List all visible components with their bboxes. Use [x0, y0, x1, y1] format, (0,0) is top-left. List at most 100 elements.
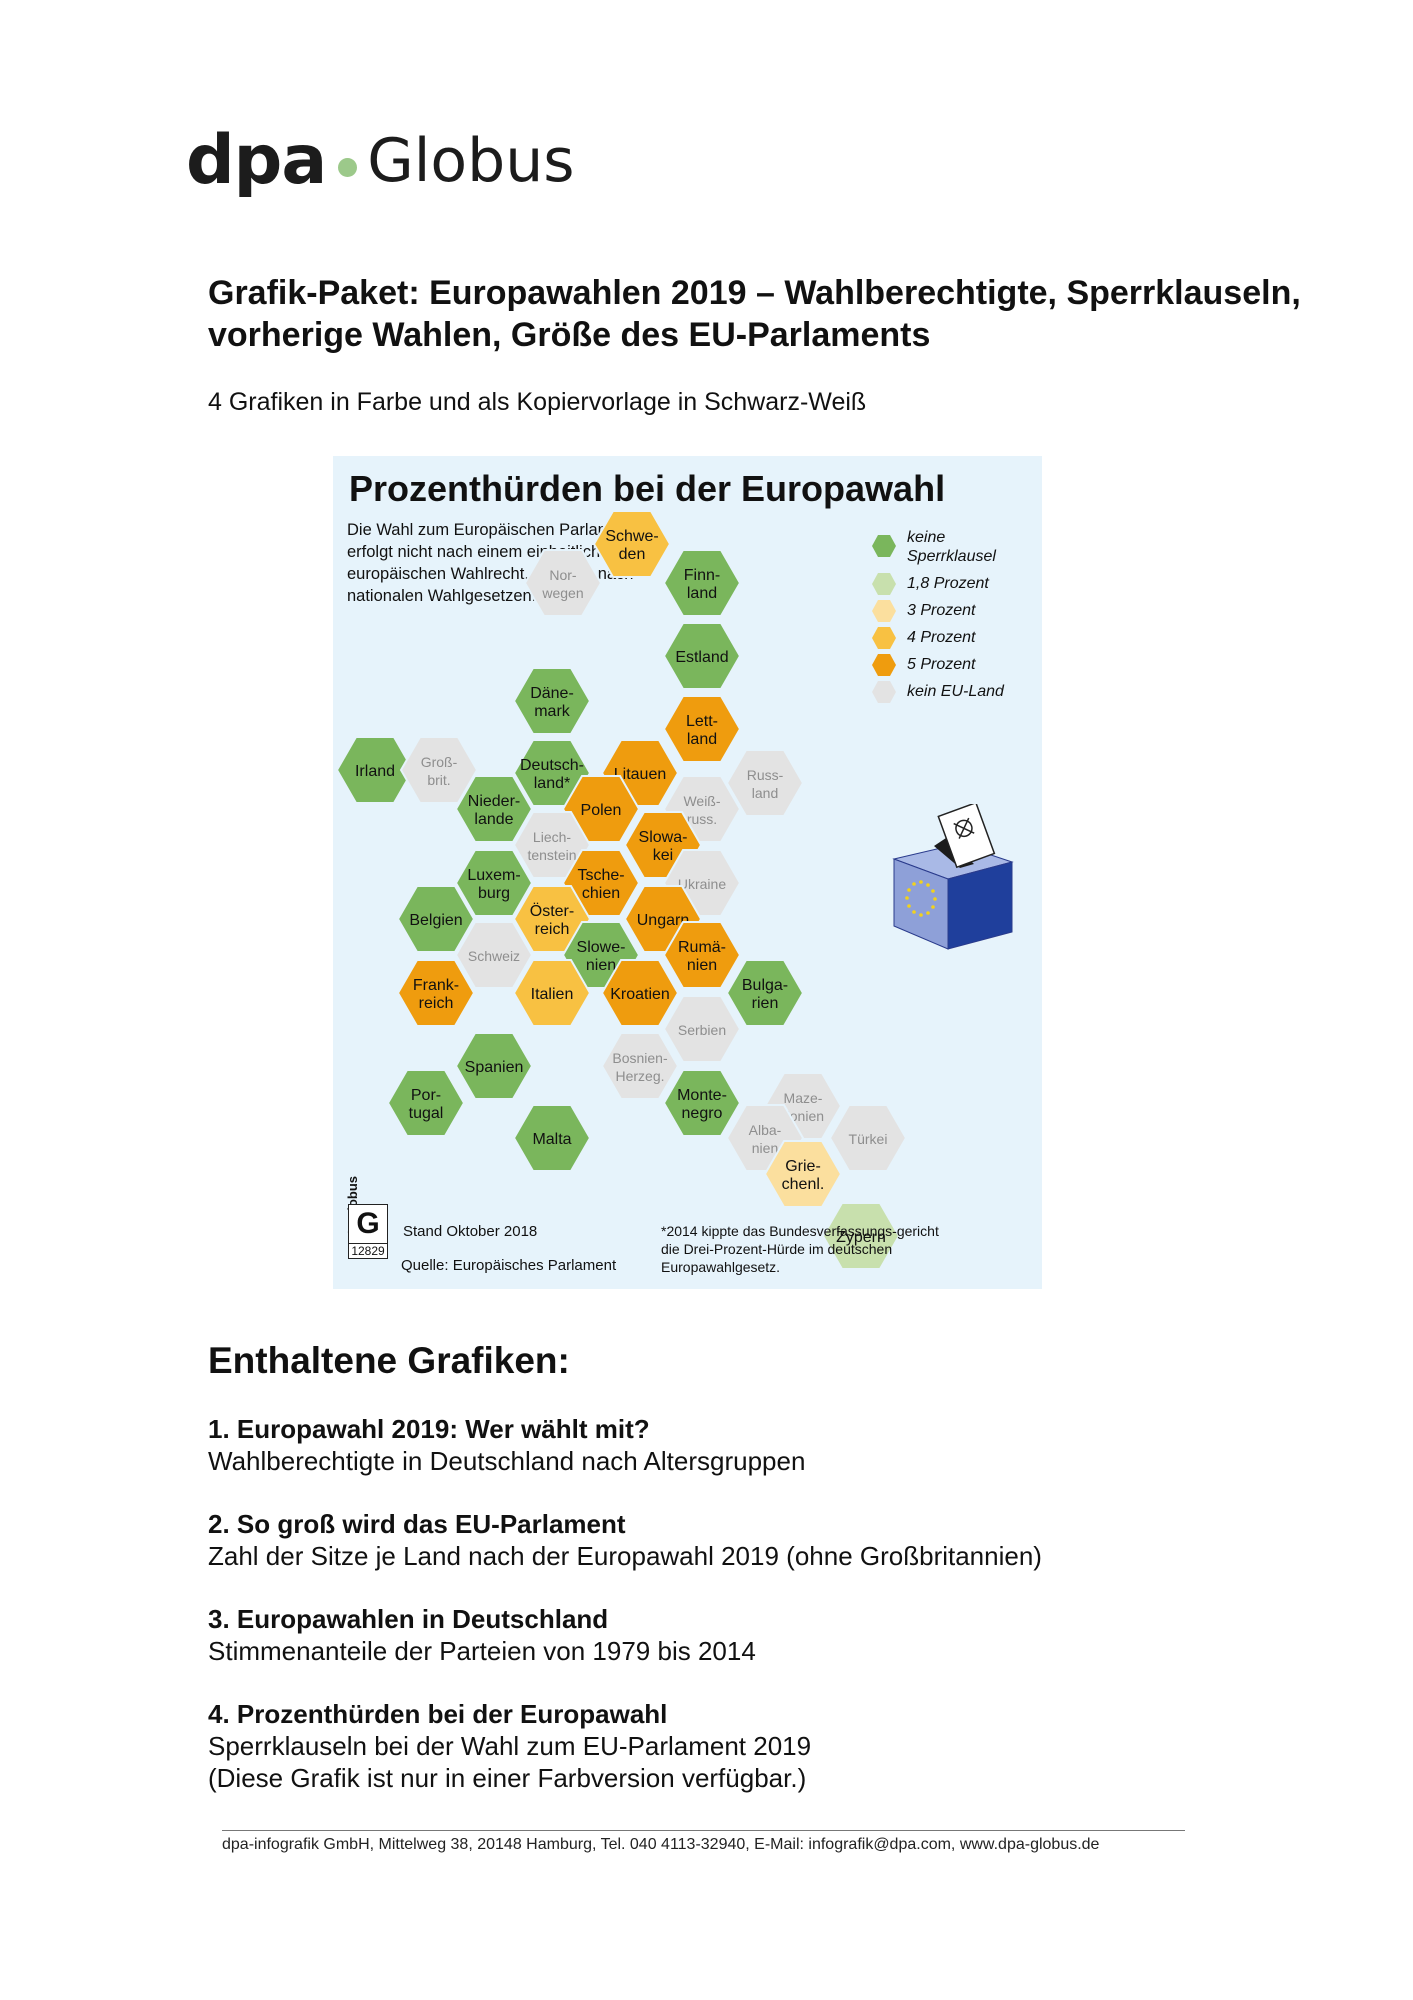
- country-hex-5: Däne-mark: [512, 667, 592, 735]
- source-label: Quelle: Europäisches Parlament: [401, 1257, 617, 1274]
- legend-item-kein-eu-land: kein EU-Land: [871, 680, 1041, 704]
- legend-caption: keine Sperrklausel: [907, 529, 996, 565]
- footer-contact: dpa-infografik GmbH, Mittelweg 38, 20148…: [222, 1836, 1100, 1853]
- entry-description: Wahlberechtigte in Deutschland nach Alte…: [208, 1446, 806, 1476]
- country-label: Schwe-den: [605, 528, 658, 563]
- country-label: Bosnien-Herzeg.: [612, 1050, 668, 1084]
- legend-label: 5 Prozent: [907, 656, 976, 673]
- country-label-line: chenl.: [782, 1176, 825, 1193]
- country-label-line: Malta: [532, 1131, 571, 1148]
- country-label: Bulga-rien: [742, 977, 788, 1012]
- country-label-line: Groß-: [421, 754, 458, 770]
- legend-label: kein EU-Land: [907, 683, 1004, 700]
- country-hex-shape: [454, 921, 534, 989]
- country-label-line: Grie-: [785, 1158, 821, 1175]
- country-label-line: brit.: [427, 772, 450, 788]
- country-label: Monte-negro: [677, 1087, 727, 1122]
- country-label: Öster-reich: [530, 902, 574, 938]
- country-hex-shape: [763, 1140, 843, 1208]
- country-label-line: Serbien: [678, 1022, 726, 1038]
- legend-label: 4 Prozent: [907, 629, 976, 646]
- country-label: Spanien: [465, 1059, 524, 1076]
- country-label-line: Tsche-: [577, 867, 624, 884]
- country-label-line: Deutsch-: [520, 757, 584, 774]
- country-label-line: lande: [474, 811, 513, 828]
- country-label-line: Zypern: [836, 1229, 886, 1246]
- graphic-number: 12829: [348, 1244, 388, 1259]
- country-label: Rumä-nien: [678, 939, 726, 974]
- entry-title: 2. So groß wird das EU-Parlament: [208, 1509, 626, 1539]
- entry-description: Sperrklauseln bei der Wahl zum EU-Parlam…: [208, 1731, 812, 1761]
- country-hex-shape: [454, 849, 534, 917]
- country-label-line: reich: [419, 995, 454, 1012]
- country-label: Nor-wegen: [541, 567, 583, 601]
- legend-item-3-prozent: 3 Prozent: [871, 599, 1041, 623]
- country-label: Belgien: [409, 912, 462, 929]
- country-label-line: land: [687, 731, 717, 748]
- country-label-line: Schweiz: [468, 948, 520, 964]
- country-label: Ukraine: [678, 876, 726, 892]
- country-hex-shape: [725, 959, 805, 1027]
- entry-title: 4. Prozenthürden bei der Europawahl: [208, 1699, 668, 1729]
- country-hex-shape: [662, 921, 742, 989]
- country-hex-6: Lett-land: [662, 695, 742, 763]
- country-label: Nieder-lande: [468, 793, 520, 828]
- country-hex-13: Polen: [561, 775, 641, 843]
- country-label-line: Bosnien-: [612, 1050, 668, 1066]
- country-label-line: nien: [687, 957, 717, 974]
- legend-item-4-prozent: 4 Prozent: [871, 626, 1041, 650]
- country-label-line: Por-: [411, 1087, 441, 1104]
- country-label-line: land*: [534, 775, 570, 792]
- country-label-line: Kroatien: [610, 986, 670, 1003]
- country-label-line: Slowa-: [639, 829, 688, 846]
- country-label-line: russ.: [687, 811, 717, 827]
- country-hex-3: Finn-land: [662, 549, 742, 617]
- country-label-line: land: [752, 785, 778, 801]
- legend-hex-icon: [872, 535, 896, 557]
- country-hex-4: Estland: [662, 622, 742, 690]
- country-label: Lett-land: [686, 713, 718, 748]
- country-label: Por-tugal: [409, 1087, 444, 1122]
- entry-description: Zahl der Sitze je Land nach der Europawa…: [208, 1541, 1042, 1571]
- country-label-line: Frank-: [413, 977, 459, 994]
- country-hex-shape: [512, 667, 592, 735]
- country-label: Grie-chenl.: [782, 1158, 825, 1193]
- country-label: Russ-land: [747, 767, 784, 801]
- country-hex-shape: [662, 549, 742, 617]
- page-headline: Grafik-Paket: Europawahlen 2019 – Wahlbe…: [208, 274, 1301, 354]
- country-label-line: tenstein: [527, 847, 576, 863]
- country-hex-12: Nieder-lande: [454, 775, 534, 843]
- country-label: Däne-mark: [530, 685, 574, 720]
- country-hex-20: Belgien: [396, 885, 476, 953]
- country-hex-shape: [512, 1104, 592, 1172]
- country-label: Türkei: [849, 1131, 888, 1147]
- country-label-line: Bulga-: [742, 977, 788, 994]
- infographic-prozenthuerden: Prozenthürden bei der Europawahl Die Wah…: [333, 456, 1042, 1289]
- country-hex-23: Schweiz: [454, 921, 534, 989]
- legend-hex-icon: [872, 627, 896, 649]
- country-label-line: Estland: [675, 649, 728, 666]
- country-label: Weiß-russ.: [683, 793, 720, 827]
- country-label-line: Luxem-: [467, 867, 520, 884]
- legend-hex-icon: [872, 681, 896, 703]
- country-label-line: Türkei: [849, 1131, 888, 1147]
- country-hex-shape: [662, 622, 742, 690]
- country-label-line: Nieder-: [468, 793, 520, 810]
- country-label-line: Ungarn: [637, 912, 689, 929]
- country-hex-shape: [396, 885, 476, 953]
- country-hex-30: Serbien: [662, 995, 742, 1063]
- contents-entry-4: 4. Prozenthürden bei der Europawahl Sper…: [208, 1698, 1308, 1794]
- country-hex-shape: [561, 849, 641, 917]
- country-hex-shape: [600, 959, 680, 1027]
- globus-mark-logo: G 12829: [348, 1204, 390, 1259]
- country-hex-38: Türkei: [828, 1104, 908, 1172]
- country-label-line: wegen: [541, 585, 583, 601]
- country-hex-9: Deutsch-land*: [512, 739, 592, 807]
- country-hex-34: Monte-negro: [662, 1069, 742, 1137]
- country-hex-7: Irland: [335, 736, 415, 804]
- country-hex-shape: [454, 775, 534, 843]
- footer-divider: [222, 1830, 1185, 1831]
- globus-g-icon: G: [348, 1204, 388, 1244]
- country-label: Serbien: [678, 1022, 726, 1038]
- country-hex-21: Öster-reich: [512, 885, 592, 953]
